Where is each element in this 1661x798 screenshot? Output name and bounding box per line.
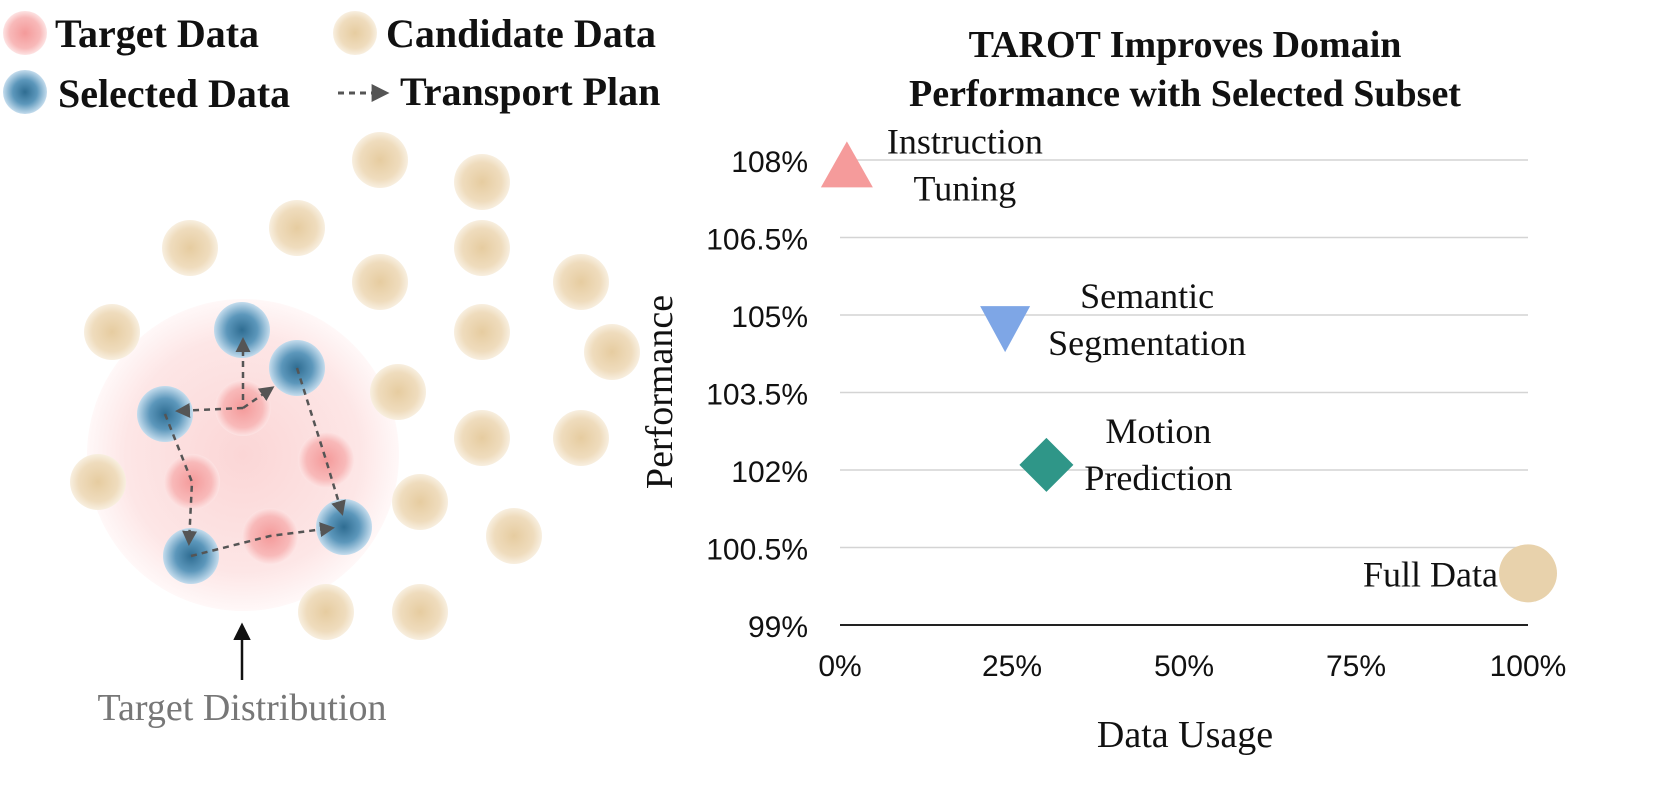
candidate-point <box>454 154 510 210</box>
transport-arrow <box>163 413 198 546</box>
y-tick-label: 100.5% <box>706 534 808 567</box>
x-tick-label: 50% <box>1154 650 1214 683</box>
selected-point <box>316 499 372 555</box>
candidate-point <box>84 304 140 360</box>
candidate-point <box>352 254 408 310</box>
data-point-label: Full Data <box>1363 554 1498 594</box>
gridlines <box>840 159 1528 626</box>
y-axis-label: Performance <box>639 295 681 489</box>
candidate-point <box>553 410 609 466</box>
target-point <box>164 454 220 510</box>
data-point-triangle-down <box>980 306 1031 353</box>
candidate-point <box>392 584 448 640</box>
candidate-point <box>370 364 426 420</box>
x-tick-label: 100% <box>1490 650 1567 683</box>
transport-plan-arrows <box>163 337 346 558</box>
data-point-diamond <box>1019 437 1074 492</box>
data-points <box>820 141 1557 603</box>
candidate-point <box>269 200 325 256</box>
x-tick-labels: 0% 25% 50% 75% 100% <box>818 650 1566 683</box>
legend-target-swatch <box>3 11 47 55</box>
legend-selected-label: Selected Data <box>58 71 291 116</box>
y-tick-label: 102% <box>731 456 808 489</box>
legend-target-label: Target Data <box>55 11 260 56</box>
legend-transport-label: Transport Plan <box>400 69 661 114</box>
legend-candidate-swatch <box>333 11 377 55</box>
candidate-point <box>454 410 510 466</box>
x-tick-label: 75% <box>1326 650 1386 683</box>
candidate-point <box>352 132 408 188</box>
candidate-point <box>553 254 609 310</box>
target-points <box>164 380 354 564</box>
selected-point <box>214 302 270 358</box>
y-tick-label: 103.5% <box>706 379 808 412</box>
transport-arrow <box>190 522 335 558</box>
candidate-point <box>454 220 510 276</box>
y-tick-label: 108% <box>731 146 808 179</box>
candidate-point <box>298 584 354 640</box>
data-point-circle <box>1499 544 1557 603</box>
candidate-point <box>486 508 542 564</box>
candidate-point <box>162 220 218 276</box>
y-tick-labels: 99% 100.5% 102% 103.5% 105% 106.5% 108% <box>706 146 808 644</box>
chart-title-line-2: Performance with Selected Subset <box>909 73 1461 115</box>
chart-title-line-1: TAROT Improves Domain <box>969 24 1402 66</box>
x-tick-label: 25% <box>982 650 1042 683</box>
legend-selected-swatch <box>3 70 47 114</box>
x-tick-label: 0% <box>818 650 861 683</box>
y-tick-label: 99% <box>748 611 808 644</box>
target-point <box>298 432 354 488</box>
candidate-points <box>70 132 640 640</box>
performance-chart: TAROT Improves Domain Performance with S… <box>639 24 1566 756</box>
candidate-point <box>70 454 126 510</box>
x-axis-label: Data Usage <box>1097 714 1273 756</box>
candidate-point <box>392 474 448 530</box>
data-point-triangle-up <box>820 141 873 188</box>
candidate-point <box>454 304 510 360</box>
legend-candidate-label: Candidate Data <box>386 11 657 56</box>
transport-arrow <box>295 367 346 516</box>
y-tick-label: 105% <box>731 301 808 334</box>
candidate-point <box>584 324 640 380</box>
y-tick-label: 106.5% <box>706 224 808 257</box>
target-distribution-caption: Target Distribution <box>98 687 387 729</box>
transport-arrow <box>242 386 275 410</box>
